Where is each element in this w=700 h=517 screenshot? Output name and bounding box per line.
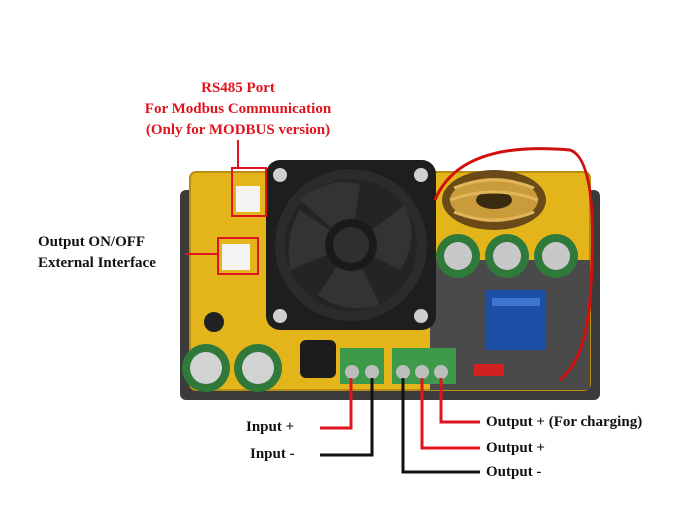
onoff-line-1: Output ON/OFF <box>38 234 146 250</box>
rs485-line-1: RS485 Port <box>201 80 275 96</box>
fuse <box>474 364 504 376</box>
diode <box>300 340 336 378</box>
capacitors-left <box>182 312 282 392</box>
onoff-line-2: External Interface <box>38 255 156 271</box>
output-plus-charging-label: Output + (For charging) <box>486 414 643 430</box>
onoff-highlight-box <box>217 237 259 275</box>
red-wire <box>433 147 594 382</box>
output-plus-label: Output + <box>486 440 545 456</box>
input-minus-leader <box>320 378 374 457</box>
rs485-label: RS485 Port For Modbus Communication (Onl… <box>118 78 358 141</box>
rs485-connector <box>236 186 260 212</box>
rs485-line-2: For Modbus Communication <box>144 101 332 117</box>
rs485-line-3: (Only for MODBUS version) <box>145 122 331 138</box>
onoff-connector <box>222 244 250 270</box>
input-plus-label: Input + <box>246 419 295 435</box>
input-terminal <box>340 348 384 384</box>
input-plus-leader <box>320 378 353 430</box>
onoff-label: Output ON/OFF External Interface <box>38 232 156 274</box>
capacitors-right <box>436 234 578 278</box>
output-plus-leader <box>420 378 480 450</box>
inductor-coil <box>442 170 546 230</box>
output-minus-leader <box>401 378 480 474</box>
output-minus-label: Output - <box>486 464 542 480</box>
rs485-highlight-box <box>231 167 267 217</box>
cooling-fan <box>266 160 436 330</box>
input-minus-label: Input - <box>250 446 295 462</box>
output-plus-charging-leader <box>439 378 480 424</box>
